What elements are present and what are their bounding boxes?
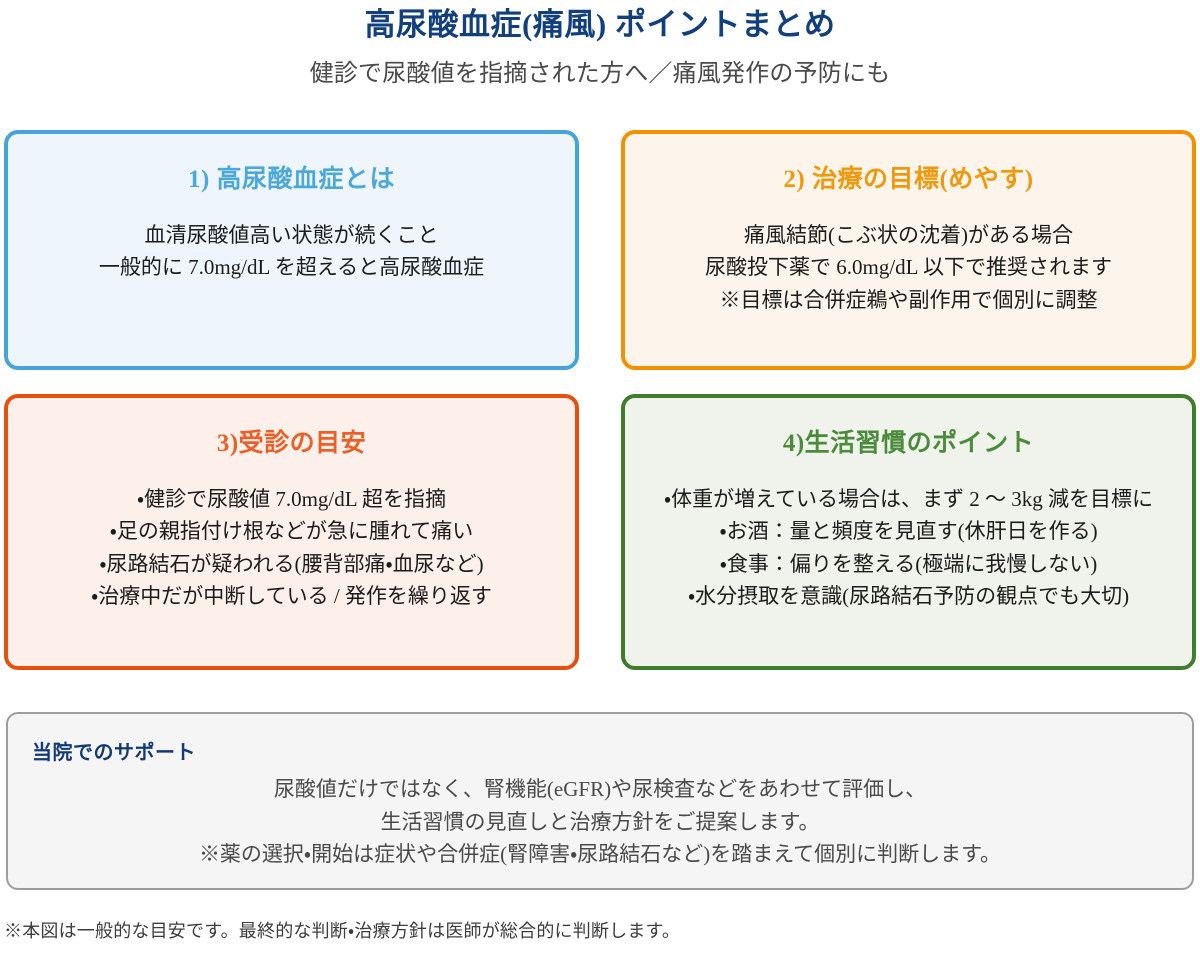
support-body: 尿酸値だけではなく、腎機能(eGFR)や尿検査などをあわせて評価し、 生活習慣の… xyxy=(32,773,1168,871)
card-body: 血清尿酸値高い状態が続くこと 一般的に 7.0mg/dL を超えると高尿酸血症 xyxy=(18,219,565,284)
card-body-line: ・尿路結石が疑われる(腰背部痛・血尿など) xyxy=(99,551,484,576)
card-body: ・体重が増えている場合は、まず 2 〜 3kg 減を目標に ・お酒：量と頻度を見… xyxy=(635,483,1182,613)
card-body-line: ・足の親指付け根などが急に腫れて痛い xyxy=(109,519,474,544)
card-title: 4)生活習慣のポイント xyxy=(782,430,1035,457)
card-body-line: ・治療中だが中断している / 発作を繰り返す xyxy=(91,584,492,609)
card-body-line: ・健診で尿酸値 7.0mg/dL 超を指摘 xyxy=(136,486,447,511)
page-title: 高尿酸血症(痛風) ポイントまとめ xyxy=(364,7,836,42)
card-consultation-criteria: 3)受診の目安 ・健診で尿酸値 7.0mg/dL 超を指摘 ・足の親指付け根など… xyxy=(4,394,579,670)
card-title: 2) 治療の目標(めやす) xyxy=(783,166,1034,193)
card-hyperuricemia-definition: 1) 高尿酸血症とは 血清尿酸値高い状態が続くこと 一般的に 7.0mg/dL … xyxy=(4,130,579,370)
card-lifestyle-points: 4)生活習慣のポイント ・体重が増えている場合は、まず 2 〜 3kg 減を目標… xyxy=(621,394,1196,670)
card-body-line: 尿酸投下薬で 6.0mg/dL 以下で推奨されます xyxy=(705,255,1112,280)
clinic-support-box: 当院でのサポート 尿酸値だけではなく、腎機能(eGFR)や尿検査などをあわせて評… xyxy=(6,712,1194,890)
card-treatment-target: 2) 治療の目標(めやす) 痛風結節(こぶ状の沈着)がある場合 尿酸投下薬で 6… xyxy=(621,130,1196,370)
card-body-line: ・水分摂取を意識(尿路結石予防の観点でも大切) xyxy=(687,584,1130,609)
card-title: 1) 高尿酸血症とは xyxy=(187,166,396,193)
support-label: 当院でのサポート xyxy=(32,742,196,764)
page-subtitle: 健診で尿酸値を指摘された方へ／痛風発作の予防にも xyxy=(309,60,891,87)
card-body-line: ・食事：偏りを整える(極端に我慢しない) xyxy=(719,551,1098,576)
card-body-line: ・体重が増えている場合は、まず 2 〜 3kg 減を目標に xyxy=(663,486,1154,511)
card-body: 痛風結節(こぶ状の沈着)がある場合 尿酸投下薬で 6.0mg/dL 以下で推奨さ… xyxy=(635,219,1182,317)
card-body-line: ※目標は合併症鵜や副作用で個別に調整 xyxy=(719,287,1098,312)
footnote: ※本図は一般的な目安です。最終的な判断・治療方針は医師が総合的に判断します。 xyxy=(4,921,681,941)
card-body-line: 痛風結節(こぶ状の沈着)がある場合 xyxy=(744,222,1073,247)
card-body-line: ・お酒：量と頻度を見直す(休肝日を作る) xyxy=(719,519,1098,544)
card-body-line: 血清尿酸値高い状態が続くこと xyxy=(144,222,439,247)
support-body-line: 生活習慣の見直しと治療方針をご提案します。 xyxy=(380,809,820,834)
card-body-line: 一般的に 7.0mg/dL を超えると高尿酸血症 xyxy=(98,255,485,280)
support-body-line: ※薬の選択・開始は症状や合併症(腎障害・尿路結石など)を踏まえて個別に判断します… xyxy=(198,842,1002,867)
card-body: ・健診で尿酸値 7.0mg/dL 超を指摘 ・足の親指付け根などが急に腫れて痛い… xyxy=(18,483,565,613)
support-body-line: 尿酸値だけではなく、腎機能(eGFR)や尿検査などをあわせて評価し、 xyxy=(273,777,927,801)
card-title: 3)受診の目安 xyxy=(216,430,367,457)
card-grid: 1) 高尿酸血症とは 血清尿酸値高い状態が続くこと 一般的に 7.0mg/dL … xyxy=(4,130,1196,670)
header: 高尿酸血症(痛風) ポイントまとめ 健診で尿酸値を指摘された方へ／痛風発作の予防… xyxy=(0,0,1200,90)
